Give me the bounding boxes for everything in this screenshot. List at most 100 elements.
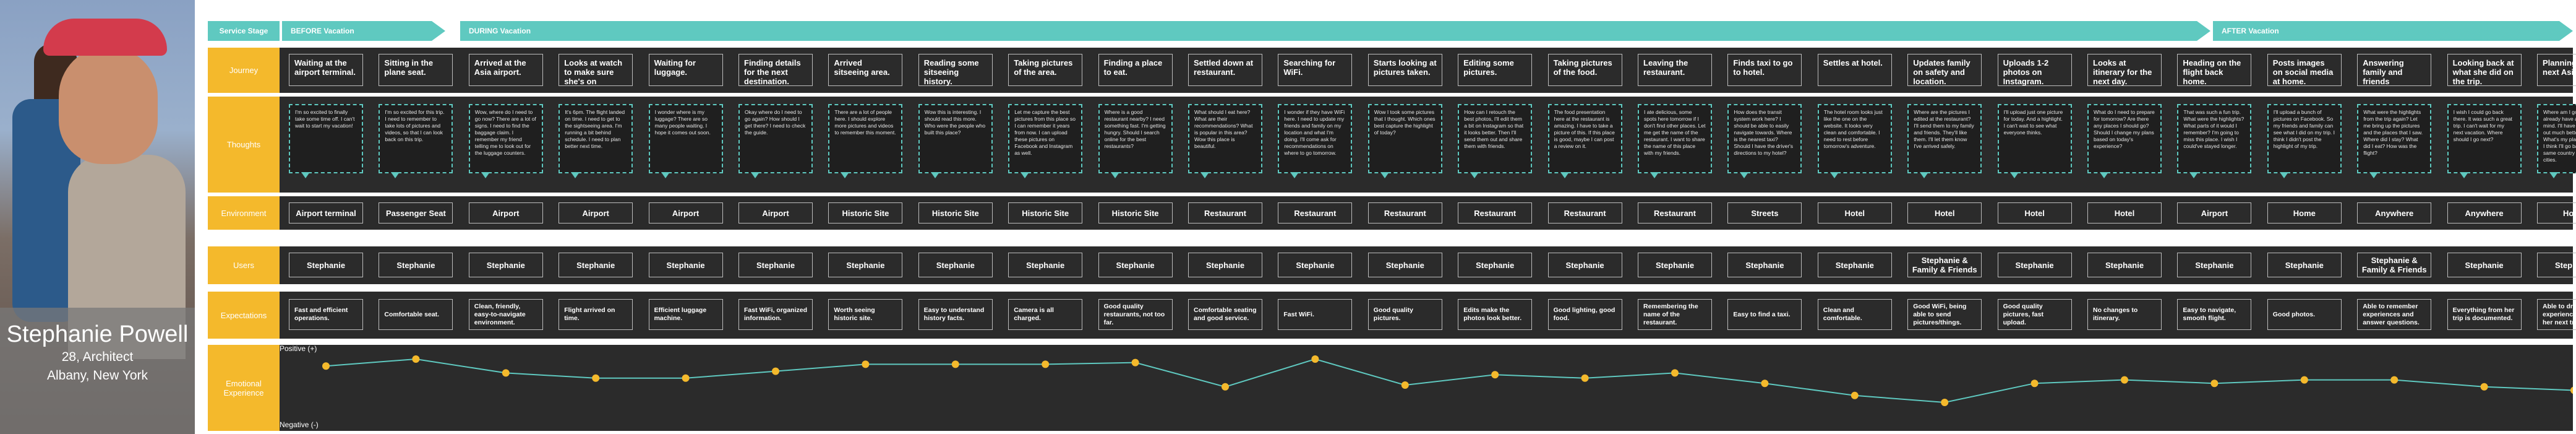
bubble-tail [2369,172,2379,178]
journey-step: Taking pictures of the food. [1547,54,1622,86]
users-cell: Stephanie [2537,253,2576,277]
thought-bubble: How does the transit system work here? I… [1727,104,1802,178]
thought-bubble: The hotel room looks just like the one o… [1817,104,1892,178]
emotion-point [1581,374,1589,382]
expectation-cell: Edits make the photos look better. [1458,299,1533,330]
users-cell: Stephanie [1008,253,1083,277]
row-label-thoughts: Thoughts [208,97,280,193]
stage-before-label: BEFORE Vacation [291,27,354,35]
users-cell: Stephanie [2447,253,2522,277]
thought-bubble: Where are the pictures I edited at the r… [1907,104,1982,178]
emotion-point [2121,376,2128,384]
journey-step: Looking back at what she did on the trip… [2447,54,2522,86]
environment-cell: Airport [558,202,633,224]
journey-step: Settled down at restaurant. [1188,54,1262,86]
users-cell: Stephanie [558,253,633,277]
bubble-tail [1920,172,1929,178]
thought-text: Wow I took some pictures that I thought.… [1374,109,1436,136]
row-label-users: Users [208,246,280,284]
journey-step: Taking pictures of the area. [1008,54,1083,86]
emotion-point [772,367,779,375]
thought-bubble: What should I eat here? What are their r… [1188,104,1262,178]
emotion-point [592,374,600,382]
bubble-tail [751,172,760,178]
thought-text: What should I eat here? What are their r… [1194,109,1253,149]
thought-bubble: I wish I could go back there. It was suc… [2447,104,2522,178]
emotion-point [1401,381,1409,389]
expectation-cell: Good lighting, good food. [1547,299,1622,330]
environment-cell: Restaurant [1367,202,1442,224]
environment-cell: Airport [468,202,543,224]
bubble-tail [1021,172,1030,178]
thought-text: What were the highlights from the trip a… [2363,109,2423,156]
environment-cell: Anywhere [2357,202,2432,224]
expectation-cell: Flight arrived on time. [558,299,633,330]
thought-bubble: Where am I going next? I already have a … [2537,104,2576,178]
emotion-line [325,358,2573,404]
thought-text: I wonder where is my luggage? There are … [654,109,711,136]
users-cell: Stephanie & Family & Friends [2357,253,2432,277]
journey-row: Waiting at the airport terminal.Sitting … [280,48,2576,93]
users-cell: Stephanie [1817,253,1892,277]
emotion-point [1491,371,1499,379]
positive-label: Positive (+) [280,344,317,353]
expectation-cell: Able to draw past experiences into her n… [2537,299,2576,330]
users-cell: Stephanie [918,253,993,277]
expectation-cell: Easy to understand history facts. [918,299,993,330]
emotion-point [862,360,870,368]
expectation-cell: Remembering the name of the restaurant. [1638,299,1712,330]
thought-text: The hotel room looks just like the one o… [1823,109,1883,149]
users-cell: Stephanie [828,253,903,277]
expectation-cell: Good quality pictures. [1367,299,1442,330]
environment-cell: Hotel [1997,202,2072,224]
bubble-tail [1470,172,1479,178]
environment-cell: Airport [2177,202,2252,224]
users-cell: Stephanie [1098,253,1173,277]
thought-bubble: Let me capture the best pictures from th… [1008,104,1083,178]
thought-text: I wonder if they have WiFi here. I need … [1284,109,1345,156]
row-label-expectations: Expectations [208,292,280,339]
expectation-cell: Clean and comfortable. [1817,299,1892,330]
stage-after-label: AFTER Vacation [2222,27,2279,35]
thought-bubble: I wonder where is my luggage? There are … [648,104,723,178]
journey-step: Arrived sitseeing area. [828,54,903,86]
emotion-point [2300,376,2308,384]
emotion-point [1851,391,1859,399]
environment-cell: Historic Site [1098,202,1173,224]
thought-text: I wish I could go back there. It was suc… [2453,109,2513,142]
bubble-tail [661,172,670,178]
bubble-tail [2549,172,2558,178]
bubble-tail [571,172,580,178]
environment-cell: Historic Site [918,202,993,224]
service-stage-label: Service Stage [208,21,280,41]
environment-cell: Hotel [1907,202,1982,224]
thought-bubble: I ate delicious, some spots here tomorro… [1638,104,1712,178]
thought-bubble: There are a lot of people here. I should… [828,104,903,178]
expectation-cell: Comfortable seating and good service. [1188,299,1262,330]
emotion-point [2390,376,2398,384]
users-cell: Stephanie [2267,253,2342,277]
emotion-point [2210,380,2219,388]
thought-bubble: That was such a fun trip. What were the … [2177,104,2252,178]
environment-cell: Hotel [1817,202,1892,224]
journey-step: Leaving the restaurant. [1638,54,1712,86]
environment-cell: Restaurant [1547,202,1622,224]
expectation-cell: Worth seeing historic site. [828,299,903,330]
thought-bubble: Wow I took some pictures that I thought.… [1367,104,1442,178]
emotion-point [2570,386,2573,394]
environment-cell: Home [2267,202,2342,224]
thought-text: Wow, where do I need to go now? There ar… [474,109,536,156]
emotion-point [1761,380,1769,388]
emotion-point [1042,360,1050,368]
journey-step: Editing some pictures. [1458,54,1533,86]
expectation-cell: No changes to itinerary. [2087,299,2162,330]
environment-cell: Restaurant [1638,202,1712,224]
thought-bubble: Wow this is interesting. I should read t… [918,104,993,178]
emotion-point [1671,369,1679,377]
persona-card: Stephanie Powell 28, Architect Albany, N… [0,308,195,434]
expectation-cell: Fast WiFi. [1278,299,1353,330]
thought-text: I'll upload just one picture for today. … [2003,109,2063,136]
persona-name: Stephanie Powell [6,321,189,347]
thought-text: I'm so excited to finally take some time… [295,109,355,129]
thought-bubble: I'm so excited to finally take some time… [289,104,363,178]
